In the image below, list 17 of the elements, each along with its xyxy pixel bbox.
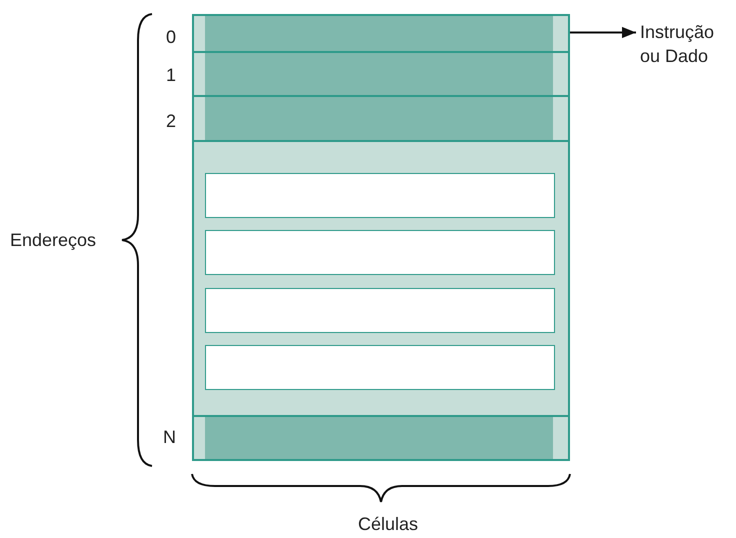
- text-label: Instrução ou Dado: [640, 20, 735, 68]
- address-label: 2: [166, 110, 176, 133]
- memory-cell: [192, 415, 570, 461]
- address-label: 0: [166, 26, 176, 49]
- memory-cell: [205, 345, 555, 390]
- memory-cell: [192, 51, 570, 97]
- memory-cell: [205, 288, 555, 333]
- memory-region: [192, 140, 570, 417]
- arrow: [570, 26, 636, 38]
- memory-cell: [205, 230, 555, 275]
- axis-label: Células: [358, 513, 418, 536]
- address-label: 1: [166, 64, 176, 87]
- axis-label: Endereços: [10, 229, 96, 252]
- memory-cell: [205, 173, 555, 218]
- memory-cell: [192, 95, 570, 142]
- address-label: N: [163, 426, 176, 449]
- memory-cell: [192, 14, 570, 53]
